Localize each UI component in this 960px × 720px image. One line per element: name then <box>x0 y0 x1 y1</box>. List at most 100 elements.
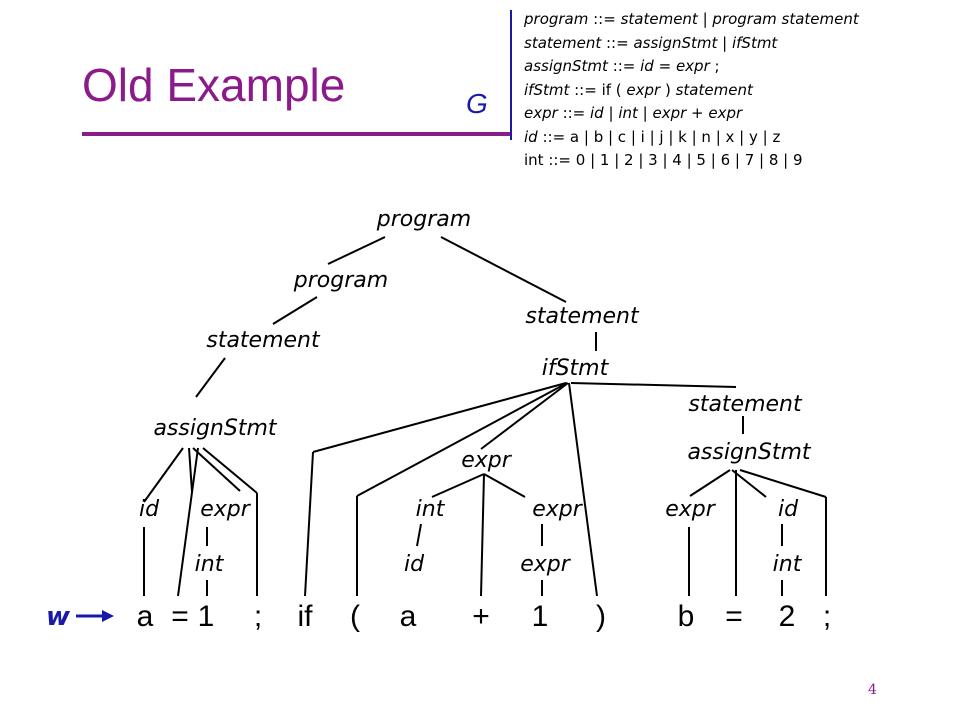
grammar-nonterminal: assignStmt <box>524 57 608 75</box>
tree-edge <box>312 382 567 453</box>
tree-edge <box>483 473 526 498</box>
terminal-token: a <box>400 600 417 633</box>
terminal-token: ( <box>350 600 360 633</box>
grammar-nonterminal: expr <box>708 104 743 122</box>
tree-edge <box>304 451 314 597</box>
tree-edge <box>177 447 199 597</box>
grammar-nonterminal: int <box>618 104 638 122</box>
grammar-rule: statement ::= assignStmt | ifStmt <box>524 32 859 56</box>
tree-edge <box>192 447 241 492</box>
nonterminal-node: int <box>773 552 803 577</box>
nonterminal-node: expr <box>461 448 513 473</box>
nonterminal-node: statement <box>206 328 321 353</box>
grammar-label: G <box>466 88 488 119</box>
nonterminal-node: int <box>416 497 446 522</box>
terminal-token: = <box>171 600 189 633</box>
terminal-token: b <box>678 600 695 633</box>
grammar-nonterminal: id <box>590 104 604 122</box>
grammar-nonterminal: statement <box>675 80 753 99</box>
nonterminal-node: expr <box>532 497 584 522</box>
grammar-text: ::= <box>601 33 634 52</box>
grammar-rule: program ::= statement | program statemen… <box>524 8 859 32</box>
nonterminal-node: ifStmt <box>542 356 610 381</box>
grammar-nonterminal: ifStmt <box>731 33 778 52</box>
nonterminal-node: id <box>778 497 799 522</box>
tree-edge <box>416 523 422 547</box>
grammar-divider <box>510 10 512 140</box>
terminal-token: a <box>137 600 154 633</box>
grammar-rule: ifStmt ::= if ( expr ) statement <box>524 79 859 103</box>
grammar-rule: expr ::= id | int | expr + expr <box>524 102 859 126</box>
terminal-token: ) <box>596 600 606 633</box>
terminal-token: ; <box>823 600 831 633</box>
nonterminal-node: program <box>293 268 388 293</box>
nonterminal-node: program <box>376 207 471 232</box>
terminal-token: = <box>725 600 743 633</box>
grammar-nonterminal: expr <box>675 57 710 75</box>
grammar-nonterminal: id <box>524 127 538 146</box>
terminal-token: 2 <box>779 600 796 633</box>
grammar-text: ::= a | b | c | i | j | k | n | x | y | … <box>537 127 781 146</box>
grammar-text: ::= if ( <box>569 80 627 99</box>
terminal-token: ; <box>254 600 262 633</box>
grammar-nonterminal: ifStmt <box>524 80 570 99</box>
grammar-nonterminal: expr <box>626 80 661 99</box>
grammar-text: ::= <box>607 57 641 75</box>
nonterminal-node: expr <box>665 497 717 522</box>
tree-edge <box>188 447 193 493</box>
grammar-nonterminal: statement <box>620 10 698 28</box>
nonterminal-node: id <box>139 497 160 522</box>
tree-edge <box>440 236 567 303</box>
string-label: w <box>46 602 71 632</box>
title-underline <box>82 132 510 136</box>
slide-title: Old Example <box>82 59 346 111</box>
grammar-nonterminal: program <box>524 10 589 28</box>
grammar-text: ; <box>709 57 720 75</box>
terminal-token: + <box>472 600 490 633</box>
tree-edge <box>731 469 767 498</box>
tree-edge <box>689 469 731 497</box>
tree-edge <box>570 382 737 388</box>
tree-edge <box>327 236 386 265</box>
nonterminal-node: statement <box>525 304 640 329</box>
terminal-token: 1 <box>532 600 549 633</box>
tree-edge <box>480 473 485 597</box>
grammar-rules: program ::= statement | program statemen… <box>524 8 859 173</box>
nonterminal-node: int <box>195 552 225 577</box>
page-number: 4 <box>868 682 877 698</box>
nonterminal-node: expr <box>520 552 572 577</box>
nonterminal-node: statement <box>688 392 803 417</box>
grammar-rule: assignStmt ::= id = expr ; <box>524 55 859 79</box>
tree-edge <box>431 473 485 498</box>
grammar-rule: id ::= a | b | c | i | j | k | n | x | y… <box>524 126 859 150</box>
grammar-nonterminal: statement <box>524 33 602 52</box>
tree-edge <box>568 382 598 597</box>
nonterminal-node: expr <box>200 497 252 522</box>
grammar-text: | <box>717 33 732 52</box>
grammar-nonterminal: assignStmt <box>633 33 718 52</box>
grammar-text: | <box>603 104 619 122</box>
tree-edge <box>739 469 827 498</box>
tree-edge <box>202 447 258 494</box>
grammar-nonterminal: id <box>640 57 654 75</box>
grammar-text: ) <box>660 80 676 99</box>
grammar-text: | <box>637 104 653 122</box>
nonterminal-node: id <box>404 552 425 577</box>
grammar-rule: int ::= 0 | 1 | 2 | 3 | 4 | 5 | 6 | 7 | … <box>524 149 859 173</box>
grammar-text: = <box>653 57 676 75</box>
nonterminal-node: assignStmt <box>153 416 277 441</box>
grammar-text: + <box>686 104 709 122</box>
tree-edge <box>480 382 569 450</box>
grammar-text: | <box>697 10 713 28</box>
grammar-text: int ::= 0 | 1 | 2 | 3 | 4 | 5 | 6 | 7 | … <box>524 151 803 169</box>
grammar-text: ::= <box>557 104 591 122</box>
tree-edge <box>272 296 318 325</box>
tree-edge <box>195 357 226 398</box>
grammar-nonterminal: expr <box>524 104 558 122</box>
nonterminal-node: assignStmt <box>687 440 811 465</box>
grammar-nonterminal: program statement <box>712 10 859 28</box>
terminal-token: 1 <box>198 600 215 633</box>
tree-edge <box>356 382 568 497</box>
arrow-right-icon <box>76 610 114 622</box>
